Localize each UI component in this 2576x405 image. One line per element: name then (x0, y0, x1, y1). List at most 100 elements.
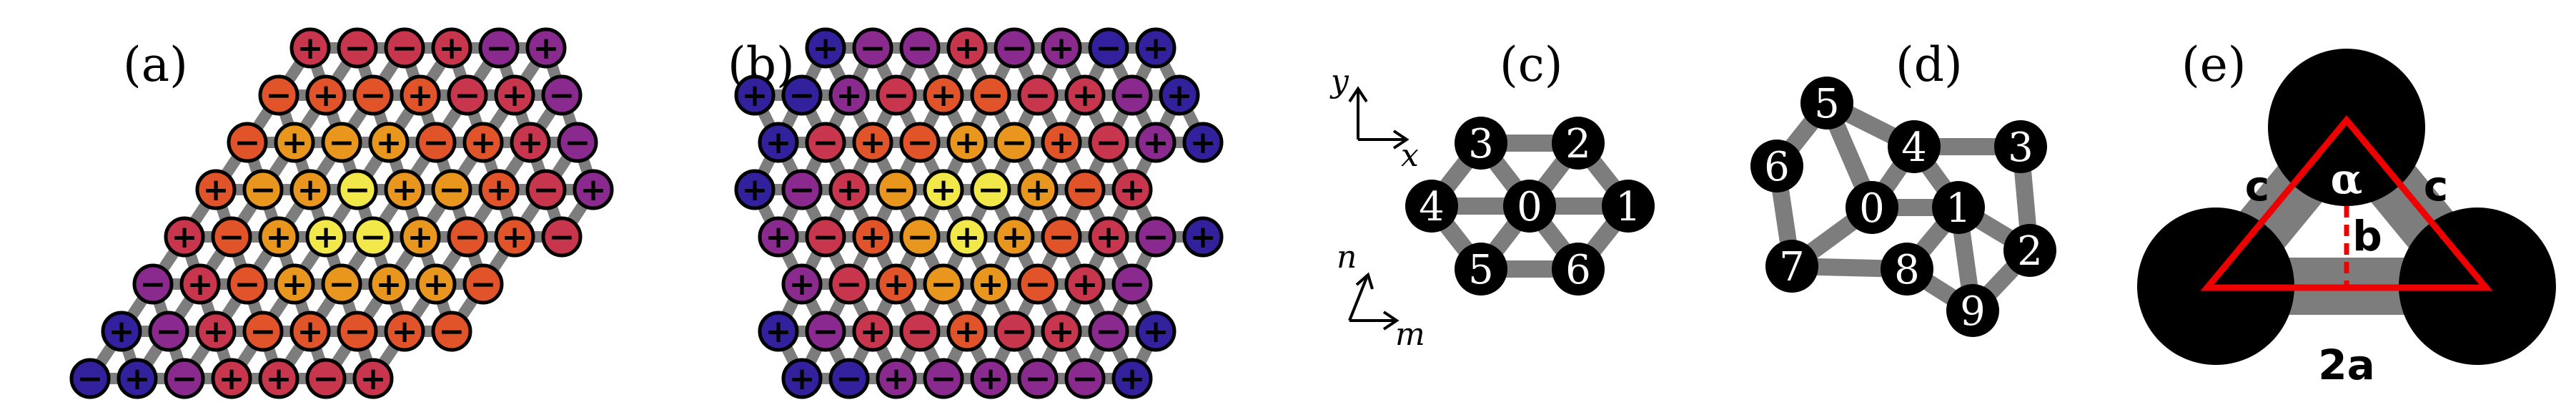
lattice-site: + (368, 122, 410, 163)
lattice-site: + (274, 122, 315, 163)
charge-sign: − (978, 172, 1004, 208)
charge-sign: + (766, 219, 792, 255)
lattice-site: − (1135, 216, 1176, 258)
lattice-site: + (368, 263, 410, 305)
lattice-site: + (1159, 74, 1200, 116)
lattice-site: − (525, 169, 567, 210)
lattice-site: − (970, 169, 1011, 210)
charge-sign: + (1025, 172, 1051, 208)
lattice-site: − (321, 263, 362, 305)
lattice-site: − (211, 216, 252, 258)
charge-sign: − (813, 313, 839, 350)
lattice-site: − (415, 122, 457, 163)
lattice-site: + (1111, 358, 1153, 399)
lattice-site: + (852, 122, 893, 163)
charge-sign: + (502, 219, 528, 255)
charge-sign: + (1190, 125, 1217, 161)
charge-sign: − (813, 125, 839, 161)
axis-label-x: x (1401, 137, 1419, 174)
lattice-site: + (970, 263, 1011, 305)
lattice-site: − (462, 263, 504, 305)
charge-sign: + (860, 125, 886, 161)
nodes-d: 5 4 3 6 0 1 7 8 2 9 (1750, 77, 2056, 337)
charge-sign: − (931, 361, 957, 397)
lattice-site: + (494, 74, 535, 116)
charge-sign: + (789, 266, 816, 303)
charge-sign: + (931, 172, 957, 208)
lattice-site: − (431, 169, 472, 210)
node-c-6: 6 (1552, 243, 1605, 296)
charge-sign: + (789, 361, 816, 397)
lattice-site: − (805, 122, 846, 163)
lattice-site: + (1135, 27, 1176, 69)
lattice-site: + (400, 74, 441, 116)
lattice-site: + (179, 263, 221, 305)
node-d-7: 7 (1765, 240, 1818, 293)
lattice-site: + (852, 216, 893, 258)
charge-sign: − (565, 125, 591, 161)
charge-sign: + (392, 172, 418, 208)
charge-sign: − (533, 172, 560, 208)
lattice-site: − (337, 169, 378, 210)
lattice-site: − (781, 169, 823, 210)
lattice-site: − (828, 358, 870, 399)
charge-sign: + (1072, 266, 1099, 303)
lattice-site: − (1017, 358, 1059, 399)
charge-sign: − (455, 219, 481, 255)
lattice-site: + (923, 74, 964, 116)
svg-text:0: 0 (1859, 185, 1885, 232)
charge-sign: + (282, 125, 308, 161)
svg-text:8: 8 (1894, 247, 1920, 293)
lattice-site: − (852, 27, 893, 69)
charge-sign: + (954, 30, 981, 67)
svg-text:3: 3 (2008, 125, 2033, 171)
charge-sign: + (813, 30, 839, 67)
charge-sign: − (172, 361, 198, 397)
charge-sign: + (376, 266, 402, 303)
lattice-site: − (242, 311, 284, 352)
charge-sign: + (978, 361, 1004, 397)
charge-sign: + (297, 172, 324, 208)
lattice-site: + (415, 263, 457, 305)
charge-sign: + (860, 313, 886, 350)
charge-sign: + (860, 219, 886, 255)
lattice-site: − (227, 263, 268, 305)
svg-text:2: 2 (2017, 228, 2043, 275)
axes-xy (1348, 86, 1410, 150)
lattice-site: + (195, 169, 237, 210)
lattice-site: + (289, 311, 331, 352)
charge-sign: + (742, 77, 768, 114)
lattice-site: − (1017, 263, 1059, 305)
charge-sign: − (345, 30, 371, 67)
node-c-5: 5 (1455, 243, 1507, 296)
lattice-site: − (352, 74, 394, 116)
lattice-site: − (557, 122, 598, 163)
axes-mn (1348, 272, 1400, 331)
charge-sign: + (266, 219, 292, 255)
svg-text:0: 0 (1517, 184, 1542, 230)
charge-sign: − (931, 266, 957, 303)
charge-sign: − (789, 77, 816, 114)
lattice-site: − (828, 263, 870, 305)
charge-sign: + (266, 361, 292, 397)
charge-sign: + (883, 361, 910, 397)
lattice-site: + (289, 169, 331, 210)
lattice-site: + (211, 358, 252, 399)
charge-sign: − (1025, 266, 1051, 303)
axis-label-y: y (1329, 63, 1349, 99)
lattice-site: − (148, 311, 189, 352)
lattice-site: + (1041, 27, 1082, 69)
svg-text:1: 1 (1615, 184, 1641, 230)
node-c-1: 1 (1602, 180, 1655, 233)
charge-sign: + (1190, 219, 1217, 255)
lattice-site: + (781, 358, 823, 399)
svg-text:9: 9 (1960, 288, 1986, 335)
lattice-site: + (384, 311, 425, 352)
node-c-0: 0 (1503, 180, 1556, 233)
charge-sign: + (407, 77, 434, 114)
lattice-site: + (758, 216, 799, 258)
lattice-site: + (573, 169, 614, 210)
charge-sign: − (423, 125, 450, 161)
lattice-site: + (274, 263, 315, 305)
lattice-site: − (781, 74, 823, 116)
